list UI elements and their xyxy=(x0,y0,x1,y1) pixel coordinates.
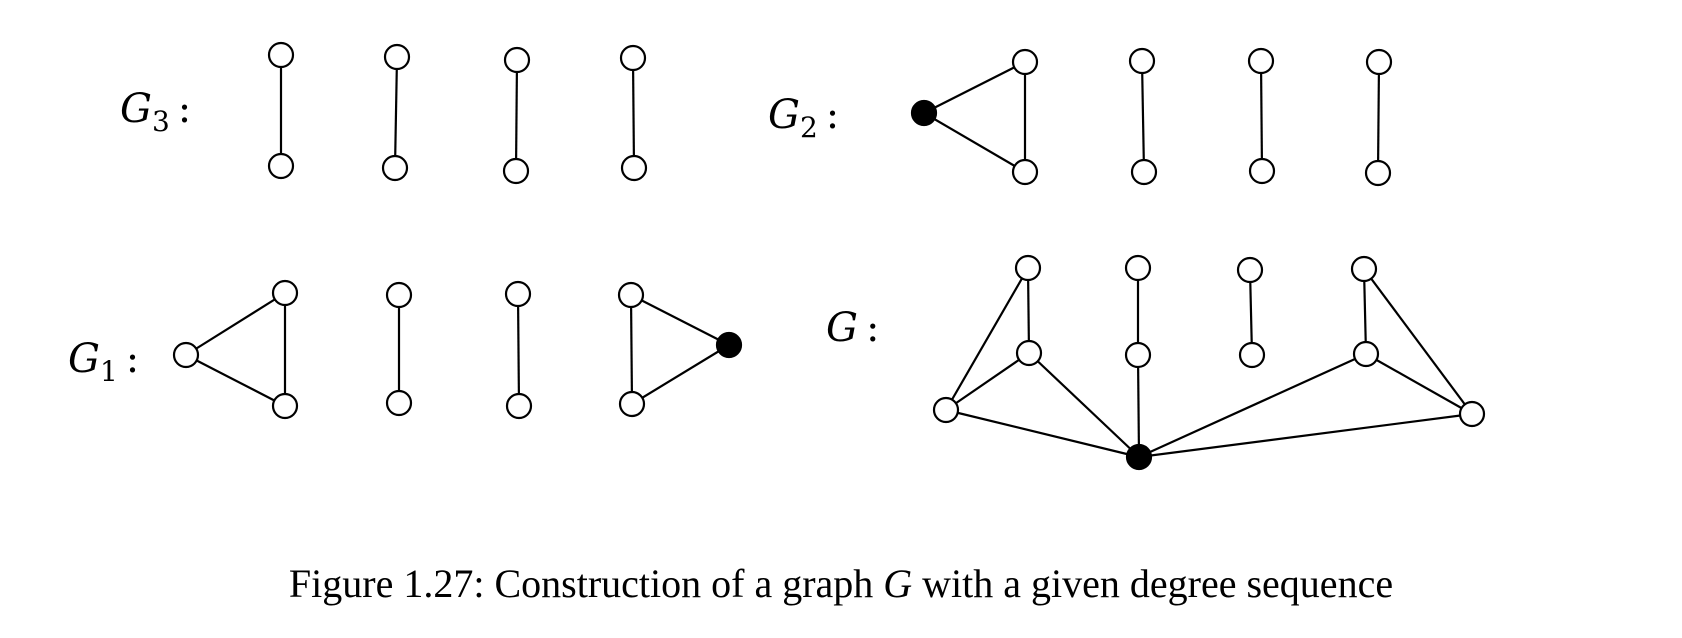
graph-g3: G3 : xyxy=(120,41,648,185)
vertex-g-t1 xyxy=(1014,254,1042,282)
vertex-g3-b1 xyxy=(383,43,411,71)
vertex-g-l xyxy=(932,396,960,424)
edge-g-t4-m4 xyxy=(1362,268,1368,355)
edge-g2-x-a1 xyxy=(923,61,1026,114)
edge-g-m4-r xyxy=(1365,353,1473,415)
vertex-g2-b1 xyxy=(1128,47,1156,75)
edge-g2-d1-d2 xyxy=(1376,61,1381,174)
vertex-g1-a2 xyxy=(271,392,299,420)
caption-italic-g: G xyxy=(883,561,913,606)
edge-g-m1-x xyxy=(1028,352,1140,458)
vertex-g2-c2 xyxy=(1248,157,1276,185)
vertex-g3-c1 xyxy=(503,46,531,74)
edge-g2-b1-b2 xyxy=(1140,60,1146,173)
vertex-g2-c1 xyxy=(1247,47,1275,75)
vertex-g1-b1 xyxy=(385,281,413,309)
vertex-g1-b2 xyxy=(385,389,413,417)
edge-g-x-m4 xyxy=(1138,352,1367,459)
graph-label-g3: G3 : xyxy=(120,86,191,138)
vertex-g-t3 xyxy=(1236,256,1264,284)
edge-g1-l-a1 xyxy=(185,292,286,356)
edge-g-l-x xyxy=(945,408,1140,459)
vertex-g-t2 xyxy=(1124,254,1152,282)
filled-vertex-g-x xyxy=(1125,443,1153,471)
edge-g-l-t1 xyxy=(945,267,1029,411)
vertex-g2-b2 xyxy=(1130,158,1158,186)
vertex-g-m3 xyxy=(1238,341,1266,369)
edge-g-x-r xyxy=(1138,412,1473,459)
vertex-g2-d2 xyxy=(1364,159,1392,187)
edge-g2-c1-c2 xyxy=(1259,60,1264,172)
figure-caption: Figure 1.27: Construction of a graph G w… xyxy=(0,560,1682,607)
vertex-g1-c2 xyxy=(505,392,533,420)
graph-label-g1: G1 : xyxy=(68,336,139,388)
edge-g3-c1-c2 xyxy=(514,59,519,172)
vertex-g-r xyxy=(1458,400,1486,428)
edge-g1-d1-x xyxy=(630,294,730,346)
vertex-g1-d1 xyxy=(617,281,645,309)
graph-label-g: G : xyxy=(826,305,879,351)
vertex-g3-c2 xyxy=(502,157,530,185)
edge-g-t3-m3 xyxy=(1248,269,1254,356)
vertex-g1-c1 xyxy=(504,280,532,308)
edge-g1-d2-x xyxy=(631,344,730,405)
vertex-g1-l xyxy=(172,341,200,369)
filled-vertex-g2-x xyxy=(910,99,938,127)
vertex-g-m4 xyxy=(1352,340,1380,368)
edge-g3-d1-d2 xyxy=(631,57,636,169)
edge-g-t1-m1 xyxy=(1026,267,1031,354)
edge-g1-c1-c2 xyxy=(516,293,521,407)
vertex-g-m1 xyxy=(1015,339,1043,367)
caption-suffix: with a given degree sequence xyxy=(912,561,1394,606)
vertex-g3-d2 xyxy=(620,154,648,182)
graph-label-g2: G2 : xyxy=(768,92,839,144)
vertex-g3-d1 xyxy=(619,44,647,72)
vertex-g-m2 xyxy=(1124,341,1152,369)
edge-g-m2-x xyxy=(1136,354,1141,458)
vertex-g2-a1 xyxy=(1011,48,1039,76)
vertex-g2-a2 xyxy=(1011,158,1039,186)
graphs-layer: G3 : G2 : G1 : G : xyxy=(68,41,1486,471)
graph-g: G : xyxy=(826,254,1486,471)
edge-g3-b1-b2 xyxy=(393,56,399,169)
filled-vertex-g1-x xyxy=(715,331,743,359)
caption-prefix: Figure 1.27: Construction of a graph xyxy=(288,561,884,606)
graph-g2: G2 : xyxy=(768,47,1393,187)
edge-g1-l-a2 xyxy=(185,354,286,407)
edge-g-l-m1 xyxy=(945,352,1030,411)
graph-g1: G1 : xyxy=(68,279,743,420)
vertex-g1-d2 xyxy=(618,390,646,418)
vertex-g3-b2 xyxy=(381,154,409,182)
vertex-g1-a1 xyxy=(271,279,299,307)
vertex-g3-a1 xyxy=(267,41,295,69)
edge-g2-x-a2 xyxy=(923,112,1026,173)
edge-g-t4-r xyxy=(1363,268,1473,415)
edge-g1-d1-d2 xyxy=(629,294,634,405)
vertex-g2-d1 xyxy=(1365,48,1393,76)
vertex-g-t4 xyxy=(1350,255,1378,283)
vertex-g3-a2 xyxy=(267,152,295,180)
